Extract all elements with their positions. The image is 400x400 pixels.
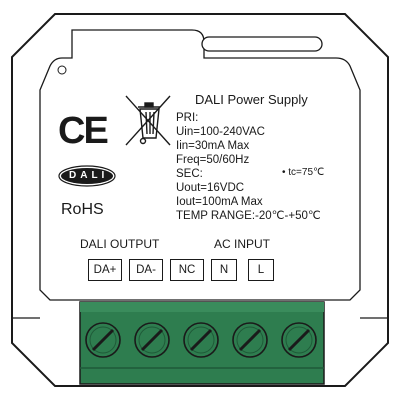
pri-label: PRI: (176, 112, 199, 124)
housing-outline (11, 13, 389, 387)
mounting-slot (201, 36, 323, 52)
terminal-da-plus: DA+ (88, 259, 122, 281)
dali-output-label: DALI OUTPUT (80, 237, 160, 251)
iout-spec: Iout=100mA Max (176, 196, 263, 208)
terminal-screws (85, 322, 317, 358)
terminal-screw (183, 322, 219, 358)
sec-label: SEC: (176, 168, 203, 180)
freq-spec: Freq=50/60Hz (176, 154, 250, 166)
dali-logo-text: DALI (69, 170, 109, 181)
terminal-nc: NC (170, 259, 204, 281)
ce-mark: CE (58, 110, 109, 152)
temp-range-spec: TEMP RANGE:-20℃-+50℃ (176, 210, 321, 222)
iin-spec: Iin=30mA Max (176, 140, 250, 152)
terminal-da-minus: DA- (129, 259, 163, 281)
terminal-l: L (248, 259, 274, 281)
dali-logo (58, 165, 116, 187)
weee-bin-icon (125, 95, 171, 146)
terminal-screw (85, 322, 121, 358)
label-panel-outline (39, 29, 361, 301)
ac-input-label: AC INPUT (214, 237, 271, 251)
panel-hole (57, 65, 67, 75)
terminal-screw (134, 322, 170, 358)
terminal-n: N (211, 259, 237, 281)
uin-spec: Uin=100-240VAC (176, 126, 265, 138)
product-title: DALI Power Supply (195, 92, 308, 107)
terminal-screw (232, 322, 268, 358)
uout-spec: Uout=16VDC (176, 182, 245, 194)
rohs-mark: RoHS (61, 201, 104, 218)
tc-spec: • tc=75℃ (282, 167, 325, 178)
terminal-screw (281, 322, 317, 358)
